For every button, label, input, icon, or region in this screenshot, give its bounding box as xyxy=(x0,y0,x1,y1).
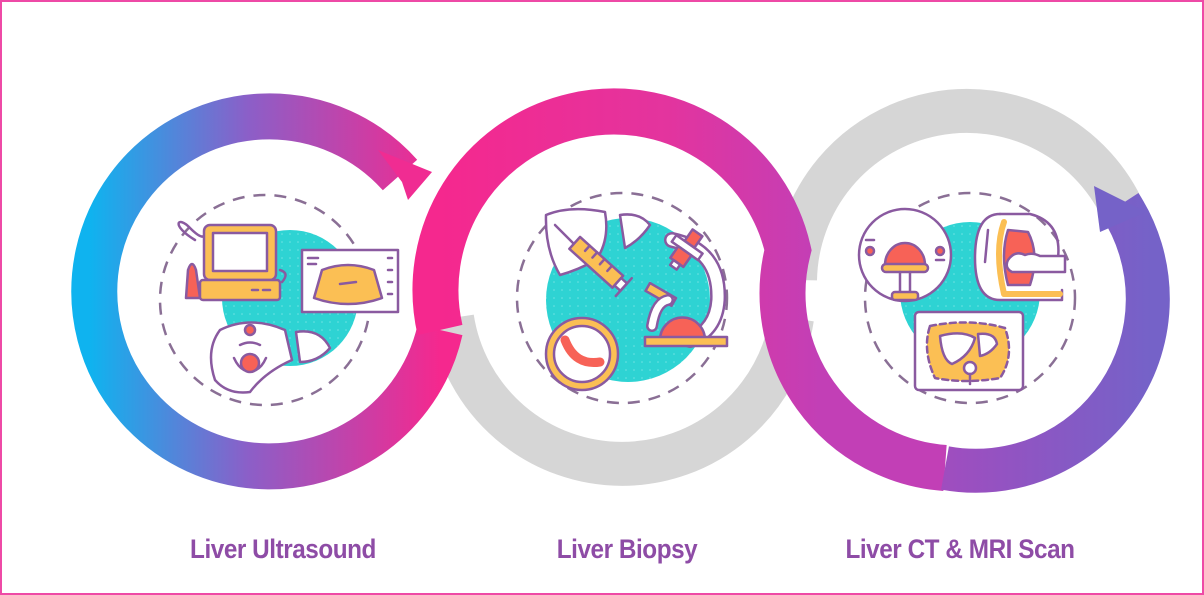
step-1-title: Liver Ultrasound xyxy=(190,534,376,564)
step-1-icons xyxy=(177,220,400,394)
ribbon-step-2 xyxy=(412,88,948,491)
step-3-icons xyxy=(857,207,1067,392)
syringe-icon xyxy=(553,223,577,247)
step-2-title: Liver Biopsy xyxy=(556,534,698,564)
step-2-icons xyxy=(544,207,729,392)
ribbon-step-3 xyxy=(941,186,1170,493)
ribbon-step-1 xyxy=(71,93,463,490)
step-2-dashed-ring xyxy=(515,191,729,405)
gray-ring-segments xyxy=(430,88,1146,486)
step-3-title: Liver CT & MRI Scan xyxy=(845,534,1075,564)
ultrasound-probe-icon xyxy=(184,262,202,300)
step-3-dashed-ring xyxy=(863,191,1077,405)
